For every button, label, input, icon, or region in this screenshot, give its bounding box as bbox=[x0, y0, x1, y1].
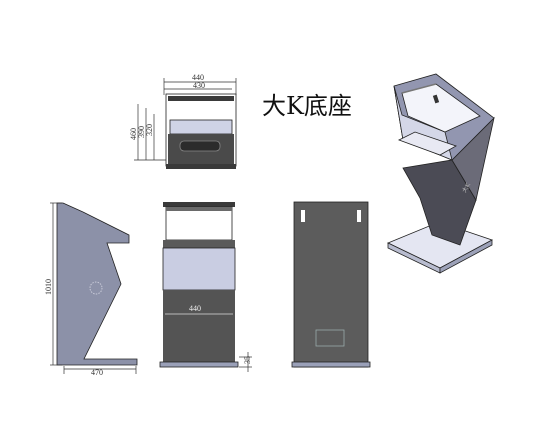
rear-view-access-panel bbox=[315, 329, 345, 347]
top-view-rail bbox=[168, 96, 234, 101]
dim-front-width: 440 bbox=[189, 304, 201, 313]
dim-top-width-inner: 430 bbox=[193, 81, 205, 90]
front-view: 440 35 bbox=[159, 202, 252, 372]
rear-view bbox=[291, 201, 371, 368]
drawing-title: 大K底座 bbox=[262, 92, 352, 120]
rear-view-base bbox=[291, 361, 371, 368]
rear-view-body bbox=[293, 201, 369, 368]
dim-top-h2: 390 bbox=[137, 126, 146, 138]
front-view-panel bbox=[162, 247, 236, 291]
top-view-slot bbox=[179, 140, 221, 152]
front-view-top-rail bbox=[163, 202, 235, 207]
rear-view-slot-left bbox=[301, 210, 305, 222]
top-view-plate bbox=[169, 119, 233, 135]
top-view-base bbox=[166, 164, 236, 169]
front-view-top-opening bbox=[165, 206, 233, 241]
side-view: 1010 470 bbox=[44, 202, 138, 377]
top-view: 440 430 460 390 320 bbox=[129, 73, 237, 169]
front-view-top-shadow bbox=[166, 207, 232, 211]
side-view-hole bbox=[89, 281, 103, 295]
iso-base-edge-right bbox=[439, 239, 493, 274]
dim-top-width-outer: 440 bbox=[192, 73, 204, 82]
iso-shelf bbox=[397, 131, 457, 156]
side-view-profile bbox=[56, 202, 138, 366]
front-view-body bbox=[163, 290, 235, 362]
dim-side-base-width: 470 bbox=[91, 368, 103, 377]
dim-side-height: 1010 bbox=[44, 279, 53, 295]
rear-view-slot-right bbox=[357, 210, 361, 222]
dim-front-base-height: 35 bbox=[243, 356, 252, 364]
dim-top-h1: 460 bbox=[129, 128, 138, 140]
dim-top-h3: 320 bbox=[145, 124, 154, 136]
isometric-view: 大K bbox=[387, 73, 495, 274]
iso-head-slot bbox=[432, 94, 440, 104]
front-view-band bbox=[163, 240, 235, 248]
front-view-base bbox=[159, 361, 239, 368]
